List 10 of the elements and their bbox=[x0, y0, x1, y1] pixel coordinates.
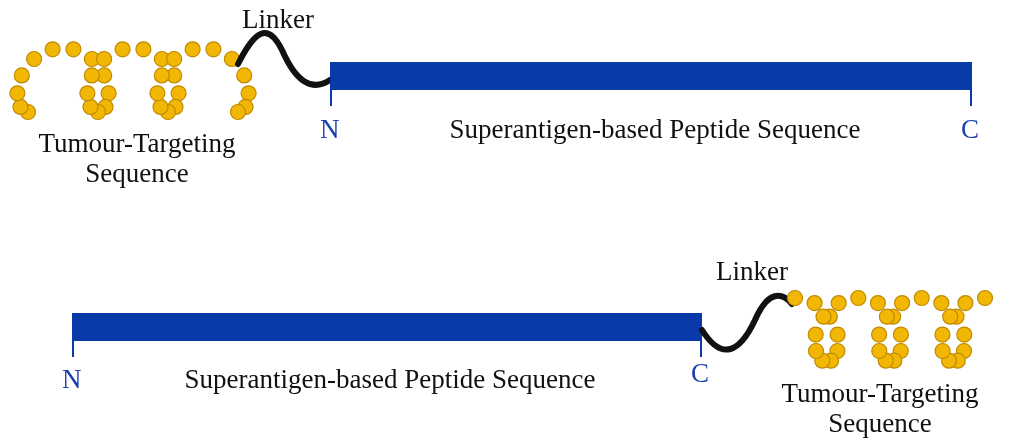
end-label: C bbox=[691, 358, 709, 388]
text-label: Superantigen-based Peptide Sequence bbox=[449, 114, 861, 144]
text-label: Tumour-Targeting Sequence bbox=[37, 128, 237, 188]
end-label: N bbox=[320, 114, 340, 144]
end-label: C bbox=[961, 114, 979, 144]
text-label: Linker bbox=[242, 4, 314, 34]
text-label: Superantigen-based Peptide Sequence bbox=[184, 364, 596, 394]
text-label: Tumour-Targeting Sequence bbox=[780, 378, 980, 438]
end-label: N bbox=[62, 364, 82, 394]
text-label: Linker bbox=[716, 256, 788, 286]
